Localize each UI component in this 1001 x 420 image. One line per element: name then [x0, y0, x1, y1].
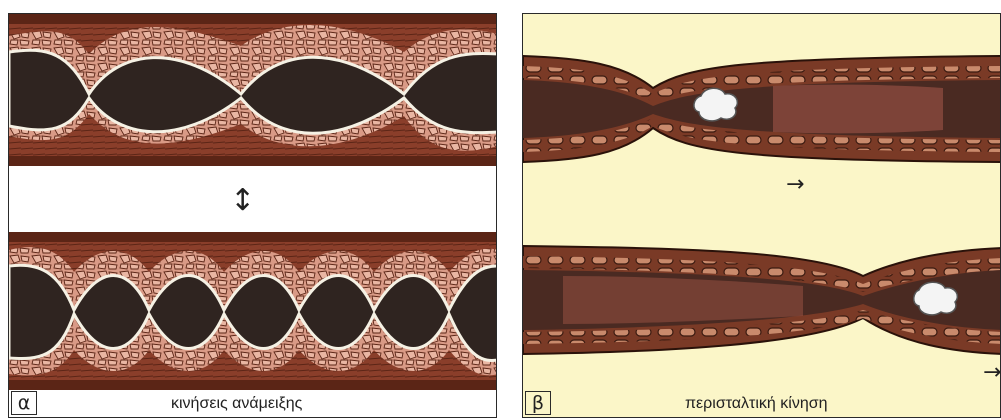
caption-peristalsis: περισταλτική κίνηση: [685, 395, 828, 413]
panel-label-a: α: [11, 391, 37, 415]
tube-top-a: [9, 14, 497, 166]
tube-top-b: [523, 54, 1001, 164]
panel-peristalsis: → → β περισταλτική κίνηση: [522, 13, 1001, 418]
panel-mixing-movements: ↕ α κινήσεις ανάμειξης: [8, 13, 497, 418]
peristalsis-diagram: [523, 14, 1001, 418]
caption-mixing: κινήσεις ανάμειξης: [171, 395, 302, 413]
tube-bottom-a: [9, 232, 497, 390]
double-vertical-arrow-icon: ↕: [230, 186, 255, 216]
panel-label-b: β: [525, 391, 551, 415]
right-arrow-icon: →: [983, 362, 1001, 384]
right-arrow-icon: →: [786, 174, 804, 196]
